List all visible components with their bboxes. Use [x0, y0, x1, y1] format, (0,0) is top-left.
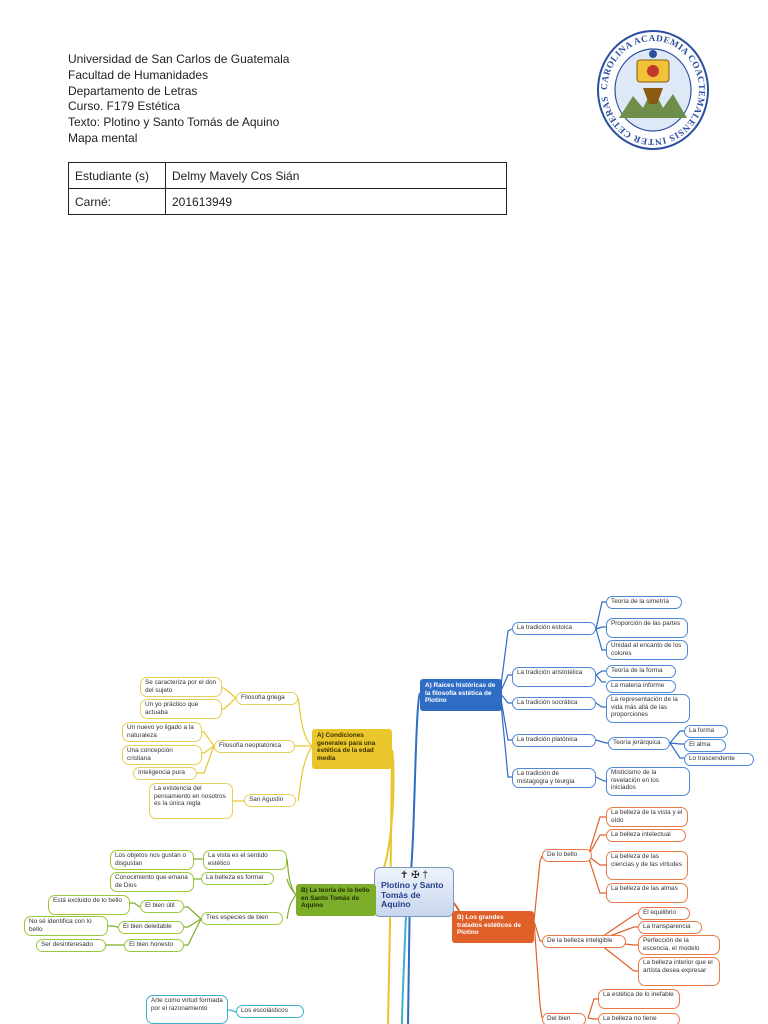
cross-icon: ✝ ✠ † — [400, 870, 428, 881]
center-title: Plotino y Santo Tomás de Aquino — [381, 880, 444, 910]
node-bello-item: La belleza de la vista y el oído — [606, 807, 688, 827]
node-bien-honesto: El bien honesto — [124, 939, 184, 952]
node-bf-item: Conocimiento que emana de Dios — [110, 872, 194, 892]
node-inteligible-item: Perfección de la escencia, el modelo — [638, 935, 720, 955]
node-tradicion-aristotelica: La tradición aristotélica — [512, 667, 596, 687]
node-vista-item: Los objetos nos gustan o disgustan — [110, 850, 194, 870]
node-belleza-formal: La belleza es formal — [201, 872, 274, 885]
node-mistagogia-item: Misticismo de la revelación en los inici… — [606, 767, 690, 796]
carne-label: Carné: — [68, 188, 166, 215]
document-header: Universidad de San Carlos de Guatemala F… — [68, 52, 289, 147]
node-bello-item: La belleza intelectual — [606, 829, 686, 842]
student-label: Estudiante (s) — [68, 162, 166, 189]
node-bien-item: La belleza no tiene — [598, 1013, 680, 1024]
node-teoria-jerarquica: Teoría jerárquica — [608, 737, 670, 750]
node-jerarquica-item: Lo trascendente — [684, 753, 754, 766]
node-fg-item: Un yo práctico que actuaba — [140, 699, 222, 719]
node-esc-item: Arte como virtud formada por el razonami… — [146, 995, 228, 1024]
node-inteligible-item: La transparencia — [638, 921, 702, 934]
node-escolasticos: Los escolásticos — [236, 1005, 304, 1018]
node-tradicion-socratica: La tradición socrática — [512, 697, 596, 710]
branch-grandes-tratados: B) Los grandes tratados estéticos de Plo… — [452, 911, 534, 943]
node-inteligible-item: El equilibrio — [638, 907, 690, 920]
table-row: Estudiante (s) Delmy Mavely Cos Sián — [68, 162, 507, 189]
node-jerarquica-item: El alma — [684, 739, 726, 752]
node-tres-especies: Tres especies de bien — [201, 912, 283, 925]
branch-raices-historicas: A) Raíces históricas de la filosofía est… — [420, 679, 502, 711]
node-aristotelica-item: Teoría de la forma — [606, 665, 676, 678]
node-inteligible-item: La belleza interior que el artista desea… — [638, 957, 720, 986]
university-seal-icon: CAROLINA ACADEMIA COACTEMALENSIS INTER C… — [597, 30, 709, 150]
table-row: Carné: 201613949 — [68, 188, 507, 215]
header-line-text: Texto: Plotino y Santo Tomás de Aquino — [68, 115, 280, 130]
node-bien-honesto-item: Ser desinteresado — [36, 939, 106, 952]
node-fg-item: Se caracteriza por el don del sujeto — [140, 677, 222, 697]
node-sa-item: La existencia del pensamiento en nosotro… — [149, 783, 233, 819]
node-bien-deleitable-item: No sé identifica con lo bello — [24, 916, 108, 936]
node-aristotelica-item: La materia informe — [606, 680, 676, 693]
mind-map-center: ✝ ✠ † Plotino y Santo Tomás de Aquino — [374, 867, 454, 917]
node-fn-item: Inteligencia pura — [133, 767, 197, 780]
node-de-lo-bello: De lo bello — [542, 849, 592, 862]
node-del-bien: Del bien — [542, 1013, 586, 1024]
node-fn-item: Una concepción cristiana — [122, 745, 202, 765]
node-estoica-item: Proporción de las partes — [606, 618, 688, 638]
node-estoica-item: Teoría de la simetría — [606, 596, 682, 609]
node-vista: La vista es el sentido estético — [203, 850, 287, 870]
mind-map-connectors — [106, 601, 684, 1024]
node-tradicion-platonica: La tradición platónica — [512, 734, 596, 747]
node-socratica-item: La representación de la vida más allá de… — [606, 694, 690, 723]
header-line-department: Departamento de Letras — [68, 83, 198, 98]
node-bello-item: La belleza de las almas — [606, 883, 688, 903]
node-bien-item: La estética de lo inefable — [598, 989, 680, 1009]
node-bien-util-item: Está excluido de lo bello — [48, 895, 130, 915]
node-fn-item: Un nuevo yo ligado a la naturaleza — [122, 722, 202, 742]
header-line-faculty: Facultad de Humanidades — [68, 67, 209, 82]
node-tradicion-mistagogia: La tradición de mistagogía y teurgia — [512, 768, 596, 788]
branch-teoria-bello: B) La teoría de lo bello en Santo Tomás … — [296, 884, 376, 916]
node-jerarquica-item: La forma — [684, 725, 728, 738]
branch-condiciones-generales: A) Condiciones generales para una estéti… — [312, 729, 392, 769]
carne-value: 201613949 — [165, 188, 507, 215]
student-value: Delmy Mavely Cos Sián — [165, 162, 507, 189]
node-estoica-item: Unidad al encanto de los colores — [606, 640, 688, 660]
node-san-agustin: San Agustín — [244, 794, 296, 807]
node-filosofia-neoplatonica: Filosofía neoplatónica — [214, 740, 295, 753]
node-bien-deleitable: El bien deleitable — [118, 921, 184, 934]
student-info-table: Estudiante (s) Delmy Mavely Cos Sián Car… — [68, 162, 507, 215]
node-bello-item: La belleza de las ciencias y de las virt… — [606, 851, 688, 880]
node-filosofia-griega: Filosofía griega — [236, 692, 298, 705]
node-bien-util: El bien útil — [140, 900, 184, 913]
header-line-type: Mapa mental — [68, 130, 138, 145]
header-line-course: Curso. F179 Estética — [68, 99, 181, 114]
mind-map: ✝ ✠ † Plotino y Santo Tomás de Aquino A)… — [0, 585, 768, 1024]
node-tradicion-estoica: La tradición estoica — [512, 622, 596, 635]
node-belleza-inteligible: De la belleza inteligible — [542, 935, 626, 948]
header-line-university: Universidad de San Carlos de Guatemala — [68, 52, 290, 66]
